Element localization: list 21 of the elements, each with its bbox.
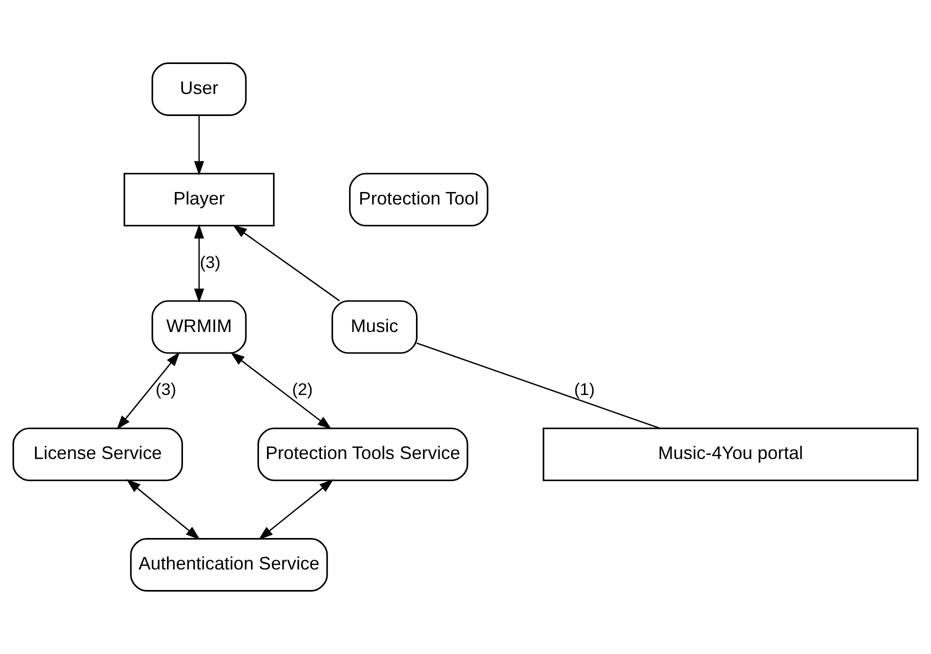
edge-label: (1) <box>574 380 595 400</box>
edge-label: (2) <box>292 380 313 400</box>
node-box: License Service <box>12 428 183 482</box>
arrow <box>126 479 200 540</box>
node-box: Authentication Service <box>130 538 328 592</box>
arrow <box>230 352 332 430</box>
node-box: Protection Tool <box>349 172 488 226</box>
arrow <box>194 116 204 176</box>
node-box: User <box>152 62 247 116</box>
connector <box>416 342 660 429</box>
edge-label: (3) <box>156 380 176 400</box>
node-box: Music-4You portal <box>542 428 918 482</box>
node-box: Protection Tools Service <box>257 428 468 482</box>
node-box: Music <box>332 300 418 354</box>
node-box: Player <box>124 172 275 226</box>
arrow <box>232 224 340 302</box>
edge-label: (3) <box>200 252 220 272</box>
arrow <box>194 224 204 303</box>
arrow <box>258 479 334 540</box>
node-box: WRMIM <box>152 300 247 354</box>
arrow <box>116 352 180 430</box>
